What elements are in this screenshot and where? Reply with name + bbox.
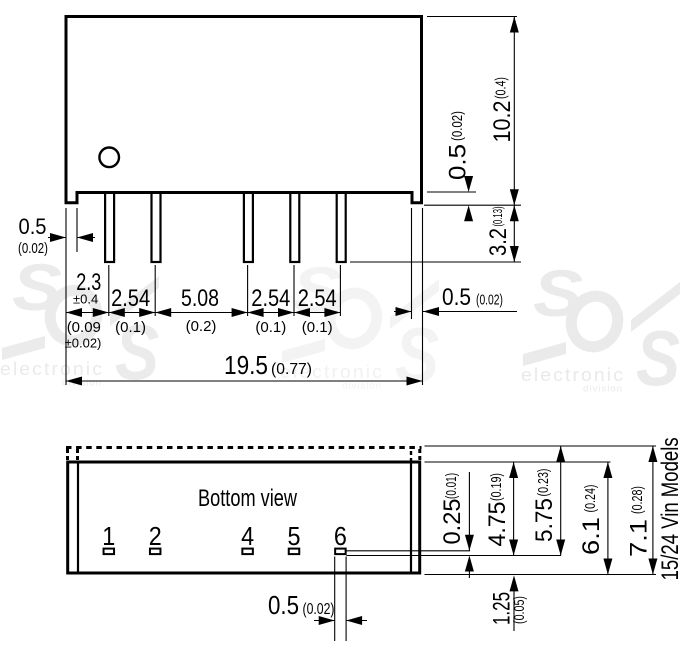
svg-text:(0.4): (0.4)	[494, 77, 510, 99]
svg-text:division: division	[342, 381, 382, 392]
svg-text:2.3: 2.3	[76, 269, 101, 296]
svg-text:electronic: electronic	[0, 358, 104, 379]
svg-text:(0.24): (0.24)	[583, 485, 599, 513]
svg-text:5.75: 5.75	[531, 498, 558, 542]
svg-text:(0.01): (0.01)	[444, 473, 460, 499]
svg-text:0.5: 0.5	[445, 144, 472, 180]
svg-text:±0.4: ±0.4	[73, 292, 98, 307]
svg-text:0.5: 0.5	[19, 214, 47, 239]
svg-text:(0.02): (0.02)	[18, 240, 48, 257]
svg-text:6.1: 6.1	[578, 517, 605, 555]
svg-text:2.54: 2.54	[111, 285, 150, 312]
svg-text:electronic: electronic	[521, 364, 625, 385]
svg-text:0.5: 0.5	[268, 590, 299, 620]
svg-text:(0.05): (0.05)	[512, 596, 528, 624]
svg-text:±0.02): ±0.02)	[65, 336, 102, 351]
svg-text:10.2: 10.2	[489, 101, 516, 143]
svg-text:(0.02): (0.02)	[303, 601, 335, 618]
svg-text:(0.23): (0.23)	[536, 469, 552, 497]
svg-text:(0.02): (0.02)	[450, 111, 466, 141]
svg-text:(0.1): (0.1)	[255, 319, 286, 336]
svg-text:(0.09: (0.09	[67, 319, 101, 336]
svg-text:(0.19): (0.19)	[489, 473, 505, 501]
svg-text:4: 4	[241, 521, 254, 551]
svg-text:(0.1): (0.1)	[302, 319, 333, 336]
svg-text:0.5: 0.5	[442, 284, 471, 311]
svg-text:(0.2): (0.2)	[186, 318, 217, 335]
svg-text:2.54: 2.54	[251, 285, 290, 312]
svg-text:15/24 Vin Models: 15/24 Vin Models	[657, 437, 684, 580]
svg-text:2: 2	[149, 521, 162, 551]
svg-text:6: 6	[334, 521, 347, 551]
svg-text:19.5: 19.5	[224, 350, 268, 380]
svg-text:Bottom view: Bottom view	[198, 485, 297, 512]
svg-text:division: division	[583, 384, 623, 395]
svg-text:4.75: 4.75	[484, 502, 511, 547]
svg-text:S: S	[636, 314, 680, 402]
svg-text:1: 1	[102, 521, 115, 551]
svg-text:S: S	[395, 311, 439, 399]
svg-text:1.25: 1.25	[489, 592, 516, 625]
svg-text:0.25: 0.25	[439, 499, 466, 545]
svg-text:5: 5	[288, 521, 301, 551]
svg-text:electronic: electronic	[280, 361, 384, 382]
svg-text:(0.77): (0.77)	[271, 361, 312, 378]
svg-text:5.08: 5.08	[181, 285, 219, 312]
svg-text:2.54: 2.54	[298, 285, 337, 312]
svg-text:(0.13): (0.13)	[490, 207, 505, 227]
svg-text:(0.02): (0.02)	[476, 293, 503, 309]
svg-text:3.2: 3.2	[485, 228, 512, 256]
svg-text:7.1: 7.1	[625, 519, 652, 557]
svg-text:(0.28): (0.28)	[630, 486, 646, 514]
svg-text:(0.1): (0.1)	[115, 319, 146, 336]
